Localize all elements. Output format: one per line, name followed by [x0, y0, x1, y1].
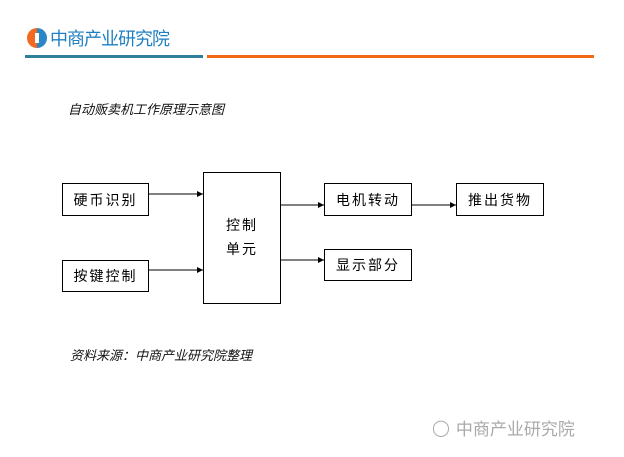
- node-label: 推出货物: [468, 192, 532, 209]
- wechat-icon: ◯: [432, 418, 450, 437]
- node-label: 硬币识别: [73, 192, 138, 209]
- header-divider-orange: [207, 55, 594, 58]
- logo-text: 中商产业研究院: [50, 29, 170, 50]
- node-coin-recognition: 硬币识别: [62, 183, 149, 216]
- node-label: 控制: [226, 218, 258, 234]
- node-control-unit: 控制 单元: [203, 172, 281, 304]
- watermark: ◯ 中商产业研究院: [432, 415, 575, 440]
- node-key-control: 按键控制: [62, 260, 149, 292]
- header-divider-teal: [25, 55, 203, 58]
- node-display: 显示部分: [324, 249, 412, 281]
- node-push-goods: 推出货物: [456, 183, 544, 216]
- diagram-title: 自动贩卖机工作原理示意图: [68, 103, 225, 118]
- node-label: 单元: [226, 242, 258, 258]
- node-label: 按键控制: [73, 269, 138, 285]
- node-label: 显示部分: [336, 258, 400, 274]
- source-note: 资料来源：中商产业研究院整理: [70, 349, 253, 364]
- watermark-text: 中商产业研究院: [455, 420, 575, 440]
- logo: 中商产业研究院: [27, 25, 170, 51]
- logo-icon: [27, 28, 47, 48]
- node-motor: 电机转动: [324, 183, 412, 216]
- node-label: 电机转动: [336, 192, 400, 209]
